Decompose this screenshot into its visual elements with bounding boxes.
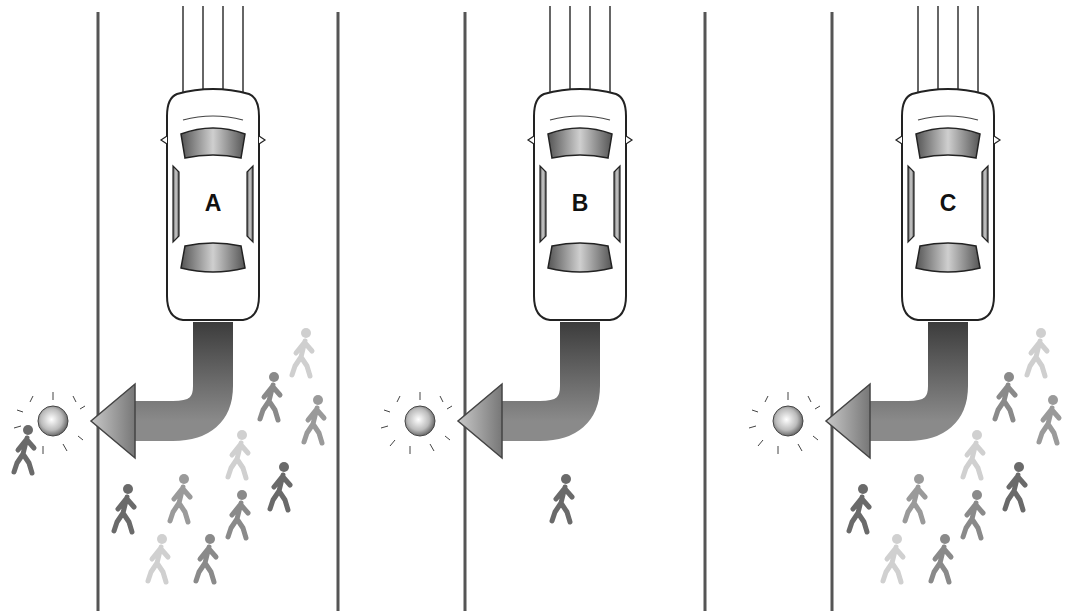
car-panel-a	[14, 6, 265, 458]
car-panel-b	[381, 6, 632, 458]
car-label: A	[205, 190, 222, 217]
pedestrian-crowd	[114, 328, 324, 582]
pedestrian-single	[552, 474, 572, 522]
car-label: B	[572, 190, 589, 217]
car-panel-c	[749, 6, 1000, 458]
pedestrian-crowd	[849, 328, 1059, 582]
pedestrian-curb	[14, 425, 34, 473]
car-label: C	[940, 190, 957, 217]
